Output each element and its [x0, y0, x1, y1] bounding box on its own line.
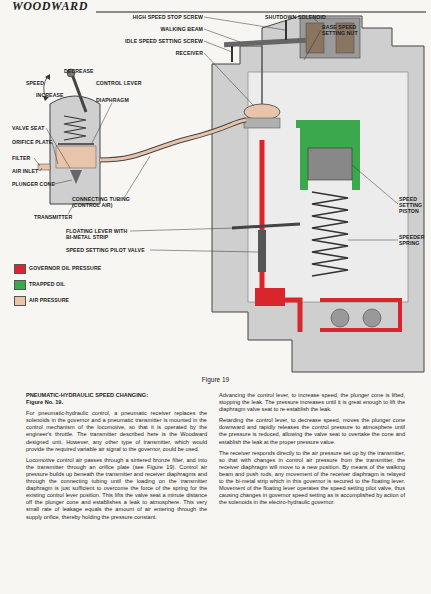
- trapped-oil: [308, 128, 352, 148]
- part-label: SPEED SETTING PISTON: [399, 196, 429, 214]
- section-heading: PNEUMATIC-HYDRAULIC SPEED CHANGING:: [26, 392, 207, 399]
- pilot-valve: [258, 230, 266, 272]
- part-label: DECREASE: [64, 68, 94, 74]
- leader-line: [46, 128, 70, 168]
- body-paragraph: Locomotive control air passes through a …: [26, 457, 207, 521]
- air-chamber: [56, 146, 96, 168]
- leader-line: [130, 228, 236, 231]
- part-label: FILTER: [12, 155, 30, 161]
- legend-swatch: [14, 264, 26, 274]
- leader-line: [352, 165, 398, 204]
- solenoid-coil: [306, 23, 324, 53]
- part-label: VALVE SEAT: [12, 125, 44, 131]
- section-heading: Figure No. 19.: [26, 399, 207, 406]
- receiver-diaphragm: [244, 104, 280, 120]
- leader-lines: [34, 17, 398, 252]
- stop-screw: [285, 20, 287, 40]
- flyweight: [363, 309, 381, 327]
- speeder-spring: [312, 192, 348, 276]
- leader-line: [204, 53, 254, 106]
- leader-line: [304, 30, 321, 60]
- walking-beam: [224, 38, 306, 47]
- air-inlet-pipe: [38, 164, 50, 170]
- plunger-cone: [70, 170, 82, 184]
- part-label: RECEIVER: [100, 50, 203, 56]
- legend-text: AIR PRESSURE: [29, 297, 69, 303]
- leader-line: [348, 240, 398, 241]
- transmitter-spring: [64, 116, 86, 140]
- leader-line: [150, 250, 258, 252]
- trapped-oil: [296, 120, 360, 190]
- connecting-tubing: [100, 120, 246, 160]
- body-paragraph: Retarding the control lever, to decrease…: [219, 417, 405, 445]
- text-column: Advancing the control lever, to increase…: [219, 392, 405, 506]
- part-label: ORIFICE PLATE: [12, 139, 52, 145]
- oil-line: [320, 300, 400, 330]
- leader-line: [124, 156, 150, 198]
- part-label: SPEED: [26, 80, 44, 86]
- part-label: BASE SPEED SETTING NUT: [322, 24, 366, 36]
- part-label: WALKING BEAM: [100, 26, 203, 32]
- part-label: TRANSMITTER: [34, 214, 72, 220]
- governor-housing: [212, 16, 424, 372]
- legend-swatch: [14, 296, 26, 306]
- part-label: CONTROL LEVER: [96, 80, 142, 86]
- body-paragraph: The receiver responds directly to the ai…: [219, 450, 405, 507]
- part-label: HIGH SPEED STOP SCREW: [100, 14, 203, 20]
- control-lever: [72, 74, 86, 112]
- legend-text: GOVERNOR OIL PRESSURE: [29, 265, 101, 271]
- oil-chamber: [255, 288, 285, 306]
- leader-line: [204, 29, 240, 42]
- push-rod: [261, 46, 263, 104]
- leader-line: [34, 158, 40, 166]
- body-paragraph: For pneumatic-hydraulic control, a pneum…: [26, 410, 207, 453]
- header-rule: [96, 11, 426, 12]
- brand-logo: WOODWARD: [12, 0, 88, 13]
- idle-screw: [231, 46, 233, 62]
- figure-caption: Figure 19: [0, 376, 431, 384]
- part-label: DIAPHRAGM: [96, 97, 129, 103]
- part-label: AIR INLET: [12, 168, 38, 174]
- part-label: FLOATING LEVER WITH BI-METAL STRIP: [66, 228, 130, 240]
- leader-line: [52, 142, 58, 164]
- legend-text: TRAPPED OIL: [29, 281, 65, 287]
- leader-line: [40, 168, 42, 171]
- part-label: IDLE SPEED SETTING SCREW: [100, 38, 203, 44]
- transmitter-body: [50, 96, 100, 204]
- part-label: SHUTDOWN SOLENOID: [265, 14, 326, 20]
- body-paragraph: Advancing the control lever, to increase…: [219, 392, 405, 413]
- legend-swatch: [14, 280, 26, 290]
- connecting-tubing: [100, 120, 246, 160]
- floating-lever: [232, 224, 300, 228]
- housing-outline: [212, 16, 424, 372]
- leader-line: [54, 180, 72, 184]
- part-label: INCREASE: [36, 92, 64, 98]
- part-label: PLUNGER CONE: [12, 181, 55, 187]
- part-label: SPEEDER SPRING: [399, 234, 429, 246]
- leader-line: [92, 103, 112, 143]
- receiver-body: [244, 118, 280, 128]
- leader-line: [204, 41, 232, 52]
- transmitter-diaphragm: [58, 143, 94, 145]
- part-label: SPEED SETTING PILOT VALVE: [66, 247, 145, 253]
- text-column: PNEUMATIC-HYDRAULIC SPEED CHANGING:Figur…: [26, 392, 207, 521]
- flyweight: [331, 309, 349, 327]
- speed-setting-piston: [308, 148, 352, 180]
- part-label: CONNECTING TUBING (CONTROL AIR): [72, 196, 134, 208]
